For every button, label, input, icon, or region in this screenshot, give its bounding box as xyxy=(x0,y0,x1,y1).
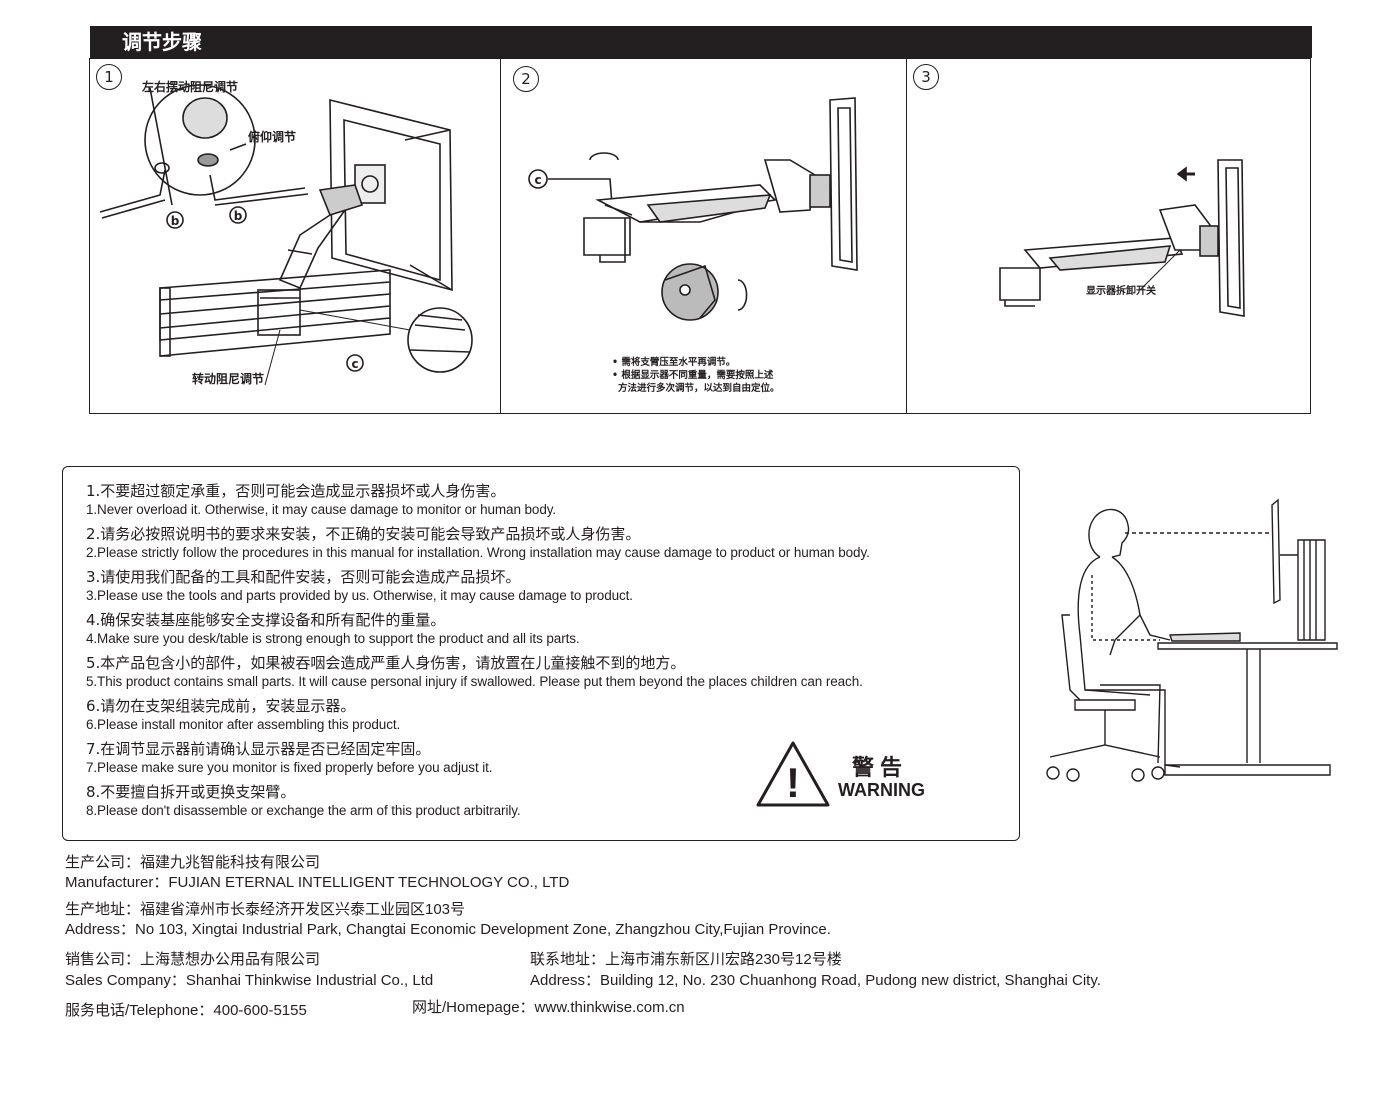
warning-en: 1.Never overload it. Otherwise, it may c… xyxy=(86,502,557,517)
warning-en: 6.Please install monitor after assemblin… xyxy=(86,717,401,732)
step-2-note: • 需将支臂压至水平再调节。 xyxy=(612,357,736,368)
warning-item: 1.不要超过额定承重，否则可能会造成显示器损坏或人身伤害。 1.Never ov… xyxy=(86,482,986,518)
warning-cn: 7.在调节显示器前请确认显示器是否已经固定牢固。 xyxy=(86,740,431,758)
manufacturer-en: Manufacturer：FUJIAN ETERNAL INTELLIGENT … xyxy=(65,874,570,891)
callout-c: c xyxy=(351,357,358,371)
warning-title-en: WARNING xyxy=(838,780,925,800)
callout-b: b xyxy=(234,209,243,223)
address-en: Address：No 103, Xingtai Industrial Park,… xyxy=(65,921,831,938)
warning-cn: 2.请务必按照说明书的要求来安装，不正确的安装可能会导致产品损坏或人身伤害。 xyxy=(86,525,641,543)
swing-damping-label: 左右摆动阻尼调节 xyxy=(142,80,239,94)
step-divider xyxy=(906,58,907,414)
warning-cn: 4.确保安装基座能够安全支撑设备和所有配件的重量。 xyxy=(86,611,446,629)
warning-en: 3.Please use the tools and parts provide… xyxy=(86,588,633,603)
tilt-adjust-label: 俯仰调节 xyxy=(248,130,297,144)
warning-item: 5.本产品包含小的部件，如果被吞咽会造成严重人身伤害，请放置在儿童接触不到的地方… xyxy=(86,654,986,690)
address-cn: 生产地址：福建省漳州市长泰经济开发区兴泰工业园区103号 xyxy=(65,901,466,918)
sales-company-cn: 销售公司：上海慧想办公用品有限公司 xyxy=(65,951,321,968)
warning-cn: 1.不要超过额定承重，否则可能会造成显示器损坏或人身伤害。 xyxy=(86,482,506,500)
manufacturer-cn: 生产公司：福建九兆智能科技有限公司 xyxy=(65,854,321,871)
contact-address-en: Address：Building 12, No. 230 Chuanhong R… xyxy=(530,972,1101,989)
contact-address-cn: 联系地址：上海市浦东新区川宏路230号12号楼 xyxy=(530,951,842,968)
warnings-list: 1.不要超过额定承重，否则可能会造成显示器损坏或人身伤害。 1.Never ov… xyxy=(86,482,986,826)
step-number: 2 xyxy=(513,66,539,92)
warning-triangle-icon: ! xyxy=(756,741,830,807)
ergonomic-posture-illustration xyxy=(1046,498,1338,782)
step-divider xyxy=(500,58,501,414)
steps-frame xyxy=(89,58,1311,414)
warning-en: 7.Please make sure you monitor is fixed … xyxy=(86,760,493,775)
warning-item: 4.确保安装基座能够安全支撑设备和所有配件的重量。 4.Make sure yo… xyxy=(86,611,986,647)
warning-en: 2.Please strictly follow the procedures … xyxy=(86,545,870,560)
warning-cn: 6.请勿在支架组装完成前，安装显示器。 xyxy=(86,697,356,715)
monitor-release-switch-label: 显示器拆卸开关 xyxy=(1086,286,1156,297)
step-2-note: • 根据显示器不同重量，需要按照上述 xyxy=(612,370,774,381)
warning-item: 7.在调节显示器前请确认显示器是否已经固定牢固。 7.Please make s… xyxy=(86,740,986,776)
step-2-note: 方法进行多次调节，以达到自由定位。 xyxy=(618,383,780,394)
warning-title-cn: 警告 xyxy=(852,756,909,781)
warning-item: 3.请使用我们配备的工具和配件安装，否则可能会造成产品损坏。 3.Please … xyxy=(86,568,986,604)
warning-item: 6.请勿在支架组装完成前，安装显示器。 6.Please install mon… xyxy=(86,697,986,733)
section-header-bar xyxy=(90,26,1312,58)
homepage-link[interactable]: 网址/Homepage：www.thinkwise.com.cn xyxy=(412,999,685,1016)
warnings-box xyxy=(62,466,1020,841)
warning-en: 8.Please don't disassemble or exchange t… xyxy=(86,803,521,818)
warning-cn: 5.本产品包含小的部件，如果被吞咽会造成严重人身伤害，请放置在儿童接触不到的地方… xyxy=(86,654,686,672)
warning-item: 2.请务必按照说明书的要求来安装，不正确的安装可能会导致产品损坏或人身伤害。 2… xyxy=(86,525,986,561)
warning-item: 8.不要擅自拆开或更换支架臂。 8.Please don't disassemb… xyxy=(86,783,986,819)
step-number: 3 xyxy=(913,64,939,90)
section-title: 调节步骤 xyxy=(122,30,202,54)
warning-exclamation: ! xyxy=(786,759,800,806)
warning-en: 5.This product contains small parts. It … xyxy=(86,674,863,689)
warning-cn: 8.不要擅自拆开或更换支架臂。 xyxy=(86,783,296,801)
callout-c: c xyxy=(534,173,541,187)
step-number: 1 xyxy=(96,64,122,90)
telephone: 服务电话/Telephone：400-600-5155 xyxy=(65,1002,307,1019)
rotation-damping-label: 转动阻尼调节 xyxy=(192,372,265,386)
warning-en: 4.Make sure you desk/table is strong eno… xyxy=(86,631,580,646)
warning-cn: 3.请使用我们配备的工具和配件安装，否则可能会造成产品损坏。 xyxy=(86,568,521,586)
sales-company-en: Sales Company：Shanhai Thinkwise Industri… xyxy=(65,972,434,989)
callout-b: b xyxy=(171,214,180,228)
